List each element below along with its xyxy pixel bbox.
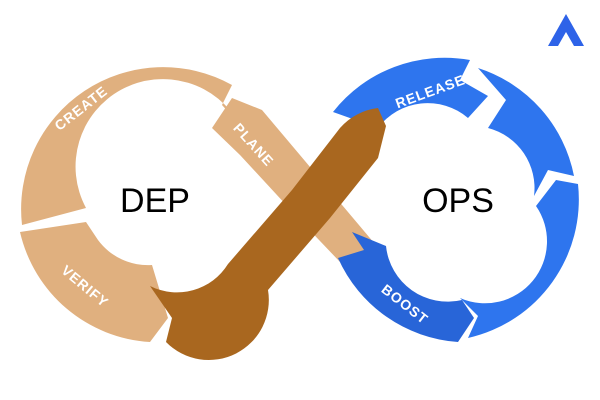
triangle-logo-icon — [548, 14, 584, 46]
dep-ring — [20, 67, 380, 342]
plane-segment — [212, 98, 380, 262]
ops-right-arc-upper — [478, 68, 574, 196]
ops-center-label: OPS — [422, 182, 494, 220]
dep-center-label: DEP — [120, 182, 190, 220]
boost-segment — [338, 232, 474, 342]
ops-right-arc-lower — [460, 180, 579, 338]
create-segment — [21, 67, 240, 226]
crossing-band — [150, 108, 386, 360]
verify-segment — [20, 222, 168, 342]
